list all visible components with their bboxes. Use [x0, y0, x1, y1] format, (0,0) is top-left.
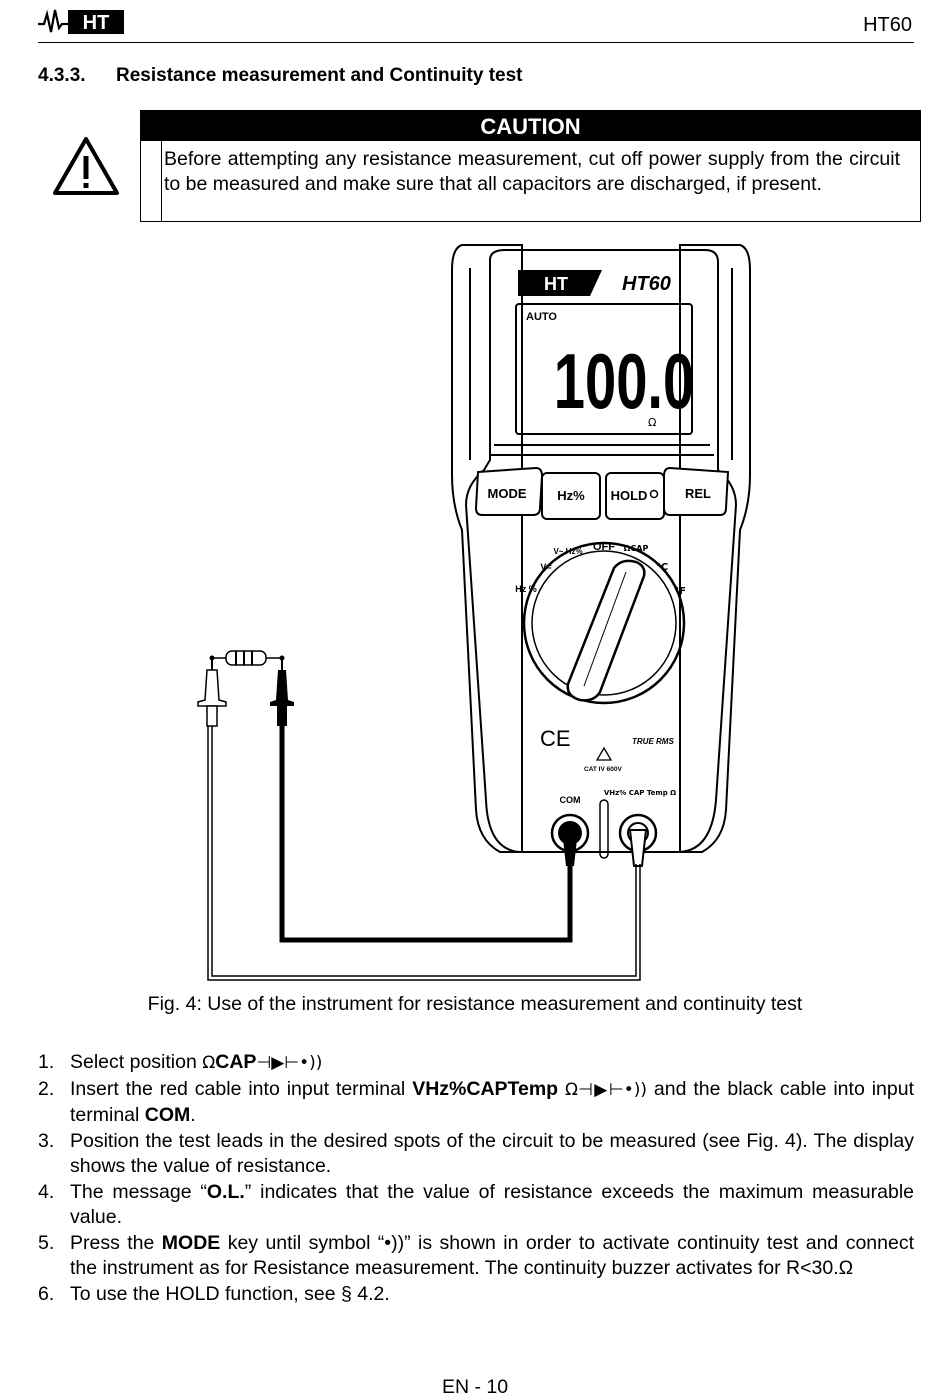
caution-box: CAUTION Before attempting any resistance… — [140, 110, 921, 222]
lcd-frame — [515, 303, 693, 435]
caution-heading: CAUTION — [141, 111, 920, 141]
page-header: HT HT60 — [38, 0, 914, 43]
lcd-mode: AUTO — [526, 311, 557, 323]
meter-logo-badge — [518, 270, 580, 296]
section-heading: Resistance measurement and Continuity te… — [116, 65, 523, 86]
dial-hz: Hz % — [515, 584, 537, 594]
multimeter-illustration: HT HT60 AUTO 100.0 Ω MODE Hz% HOLD REL O… — [197, 244, 751, 981]
backlight-icon — [649, 489, 659, 499]
dial-vac: V~ Hz% — [553, 547, 582, 556]
button-mode: MODE — [488, 486, 527, 501]
step-item: 5. Press the MODE key until symbol “•))” … — [38, 1231, 914, 1282]
black-probe — [270, 670, 294, 706]
logo-text: HT — [83, 12, 110, 34]
step-number: 1. — [38, 1051, 55, 1073]
meter-model: HT60 — [622, 273, 671, 295]
step-text: Press the — [70, 1231, 162, 1254]
button-hz: Hz% — [557, 488, 585, 503]
warning-triangle-icon — [53, 137, 119, 195]
meter-brand: HT — [544, 274, 568, 294]
step-bold: MODE — [161, 1231, 221, 1254]
step-item: 6. To use the HOLD function, see § 4.2. — [38, 1282, 914, 1308]
dial-vdc: V= — [540, 562, 551, 572]
section-title: 4.3.3. Resistance measurement and Continu… — [38, 65, 523, 87]
rotary-dial: OFF V~ Hz% V= Hz % ΩCAP °C °F — [515, 541, 686, 705]
diode-buzzer-icon: Ω⊣▶⊢•)) — [558, 1079, 647, 1100]
mark-cat: CAT IV 600V — [584, 766, 622, 773]
caution-text: Before attempting any resistance measure… — [161, 141, 920, 221]
step-number: 5. — [38, 1231, 55, 1254]
terminal-v-label: VHz% CAP Temp Ω — [604, 789, 676, 797]
mark-true-rms: TRUE RMS — [632, 737, 674, 746]
step-text: ” indicates that the value of resistance… — [70, 1180, 914, 1229]
step-bold: CAP — [215, 1051, 257, 1073]
step-text: and the black cable into input terminal — [70, 1077, 914, 1127]
diode-buzzer-icon: ⊣▶⊢•)) — [256, 1053, 323, 1073]
dial-ohm-cap: ΩCAP — [624, 544, 649, 553]
button-hold: HOLD — [611, 488, 648, 503]
step-bold: COM — [144, 1104, 191, 1126]
left-bumper — [451, 244, 523, 853]
step-number: 3. — [38, 1129, 55, 1152]
step-text: key until symbol “•))” is shown in order… — [70, 1231, 914, 1280]
step-text: Position the test leads in the desired s… — [70, 1129, 914, 1178]
step-text: To use the HOLD function, see § 4.2. — [70, 1282, 390, 1305]
step-text: . — [190, 1104, 196, 1126]
terminal-com-label: COM — [560, 795, 581, 805]
dial-pointer — [566, 559, 646, 702]
step-text: Select position — [70, 1051, 203, 1073]
step-number: 6. — [38, 1282, 55, 1305]
figure-multimeter: HT HT60 AUTO 100.0 Ω MODE Hz% HOLD REL O… — [0, 240, 950, 990]
meter-buttons: MODE Hz% HOLD REL — [474, 466, 730, 520]
dial-fahrenheit: °F — [674, 586, 686, 597]
right-bumper — [679, 244, 751, 853]
lcd-value: 100.0 — [554, 338, 695, 425]
meter-body — [464, 249, 738, 853]
red-probe — [197, 669, 227, 707]
step-item: 1. Select position ΩCAP⊣▶⊢•)) — [38, 1050, 914, 1077]
step-number: 4. — [38, 1180, 55, 1203]
lcd-unit: Ω — [648, 416, 656, 429]
instruction-steps: 1. Select position ΩCAP⊣▶⊢•)) 2. Insert th… — [38, 1050, 914, 1307]
step-text: Insert the red cable into input terminal — [70, 1077, 413, 1100]
step-bold: O.L. — [206, 1180, 245, 1203]
step-text: The message “ — [70, 1180, 207, 1203]
black-cable — [279, 710, 573, 943]
model-label: HT60 — [863, 14, 912, 36]
mark-ce: CE — [540, 726, 571, 751]
step-item: 3. Position the test leads in the desired… — [38, 1129, 914, 1180]
resistor-icon — [209, 650, 285, 666]
ht-logo: HT — [38, 9, 124, 34]
dial-celsius: °C — [656, 562, 668, 573]
dial-off: OFF — [593, 541, 615, 553]
step-number: 2. — [38, 1077, 55, 1100]
meter-warning-icon — [595, 746, 613, 761]
ohm-symbol: Ω — [202, 1053, 216, 1073]
button-rel: REL — [685, 486, 711, 501]
step-item: 4. The message “O.L.” indicates that the … — [38, 1180, 914, 1231]
step-bold: VHz%CAPTemp — [412, 1077, 559, 1100]
page-footer: EN - 10 — [441, 1376, 509, 1398]
red-cable — [211, 710, 637, 977]
figure-caption: Fig. 4: Use of the instrument for resist… — [147, 993, 803, 1015]
step-item: 2. Insert the red cable into input termin… — [38, 1077, 914, 1129]
section-number: 4.3.3. — [38, 65, 86, 86]
